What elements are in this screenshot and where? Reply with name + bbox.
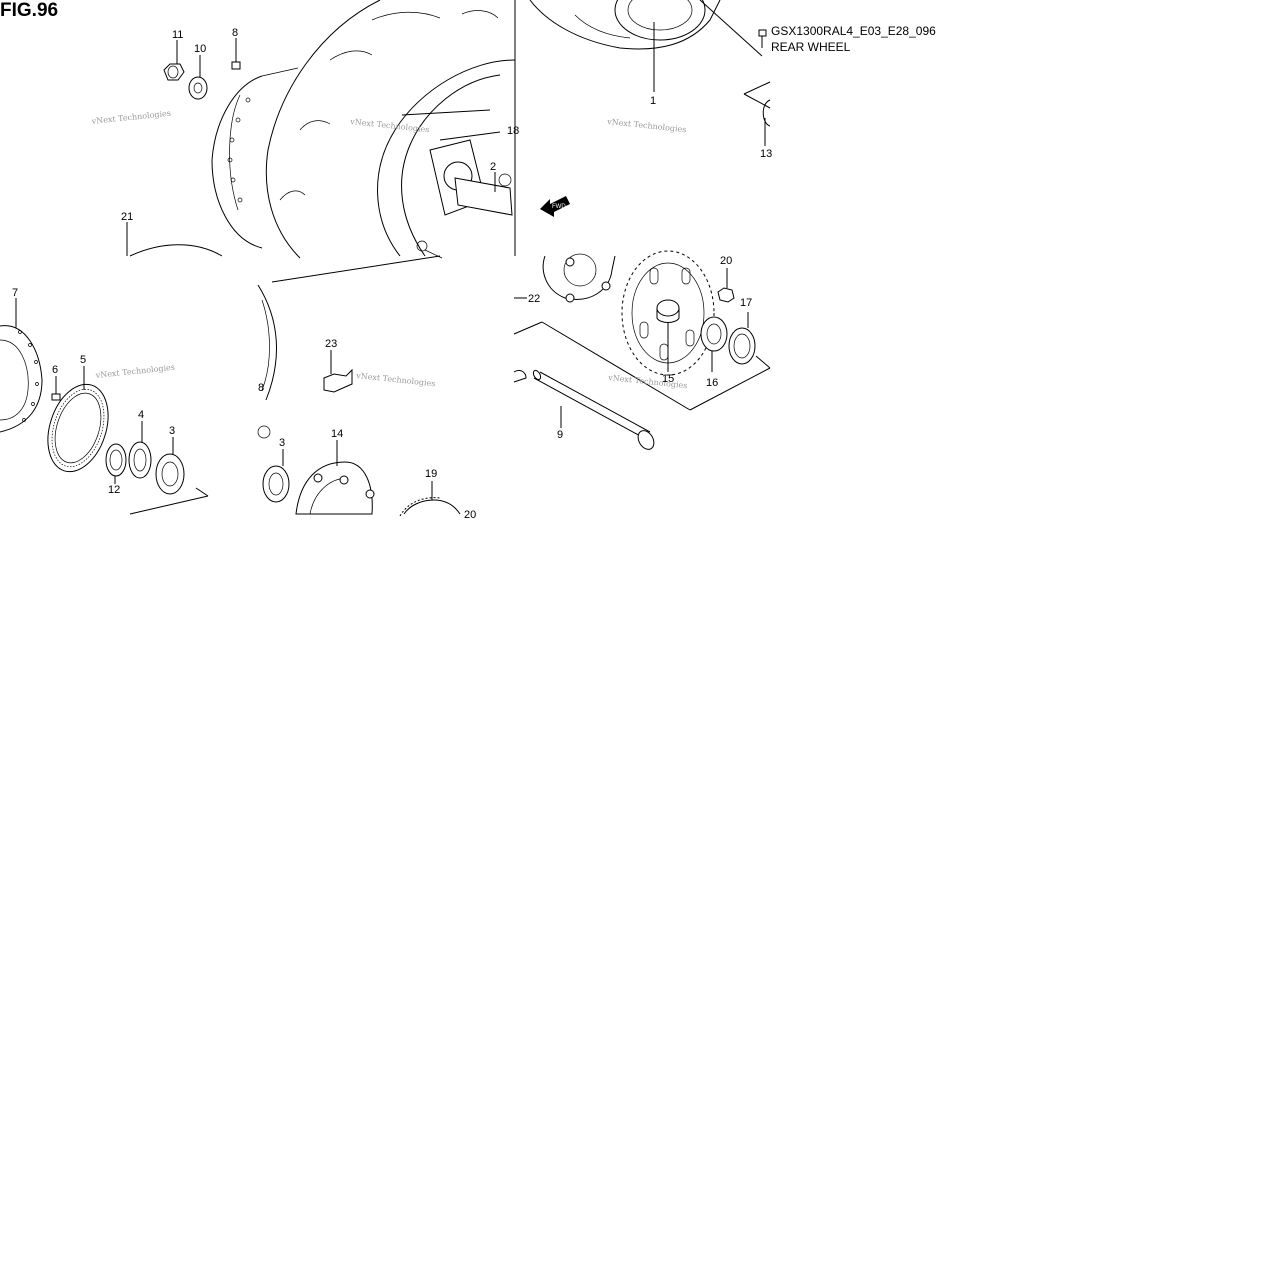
drum-part — [514, 253, 616, 303]
axle-part — [532, 369, 655, 450]
figure-title: FIG.96 — [0, 0, 59, 21]
callout-18: 18 — [507, 125, 519, 137]
watermark-text: vNext Technologies — [94, 363, 175, 380]
fwd-arrow-icon: FWD — [540, 196, 570, 217]
tile-bottom-left — [0, 298, 209, 515]
bearing-part — [700, 316, 728, 372]
brake-disc-part — [211, 67, 299, 249]
callout-14: 14 — [331, 428, 343, 440]
tile-bottom-middle — [257, 255, 461, 517]
axle-part — [126, 222, 223, 257]
callout-9: 9 — [557, 429, 563, 441]
callout-5: 5 — [80, 354, 86, 366]
bearing-part — [262, 449, 290, 503]
bolt-part — [231, 38, 241, 70]
callout-22: 22 — [528, 293, 540, 305]
watermark-text: vNext Technologies — [606, 117, 687, 134]
sensor-ring-part — [47, 366, 109, 473]
watermark-text: vNext Technologies — [355, 371, 436, 388]
callout-20: 20 — [720, 255, 732, 267]
sprocket-part — [621, 250, 715, 376]
nut-part — [163, 40, 185, 81]
section-title: REAR WHEEL — [771, 40, 851, 54]
tile-bottom-right — [513, 250, 771, 450]
fwd-label: FWD — [552, 204, 566, 210]
washer-part — [188, 55, 208, 100]
callout-3-lower: 3 — [279, 437, 285, 449]
oil-seal-part — [128, 421, 152, 479]
callout-3: 3 — [169, 425, 175, 437]
watermark-text: vNext Technologies — [349, 117, 430, 134]
callout-numbers: 11 10 8 21 18 2 1 13 7 6 5 4 3 12 23 8 3… — [12, 27, 772, 521]
oil-seal-part — [728, 312, 756, 365]
callout-10: 10 — [194, 43, 206, 55]
callout-1: 1 — [650, 95, 656, 107]
callout-23: 23 — [325, 338, 337, 350]
callout-8-lower: 8 — [258, 382, 264, 394]
bearing-part — [155, 437, 185, 495]
callout-15: 15 — [662, 373, 674, 385]
nut-part — [717, 268, 735, 303]
callout-17: 17 — [740, 297, 752, 309]
callout-13: 13 — [760, 148, 772, 160]
callout-2: 2 — [490, 161, 496, 173]
sprocket-hub-part — [295, 440, 375, 515]
bolt-symbol — [758, 29, 767, 48]
callout-21: 21 — [121, 211, 133, 223]
tile-top-right: FWD — [529, 0, 771, 217]
callout-7: 7 — [12, 287, 18, 299]
sprocket-part — [399, 481, 461, 517]
model-code-label: GSX1300RAL4_E03_E28_096 — [771, 24, 936, 38]
callout-11: 11 — [172, 29, 183, 41]
watermark-text: vNext Technologies — [607, 373, 688, 390]
rim-part — [377, 59, 516, 259]
callout-20-lower: 20 — [464, 509, 476, 521]
watermark-text: vNext Technologies — [90, 109, 171, 126]
spacer-part — [743, 81, 771, 146]
damper-part — [323, 350, 353, 393]
callout-8: 8 — [232, 27, 238, 39]
callout-4: 4 — [138, 409, 144, 421]
callout-12: 12 — [108, 484, 120, 496]
bolt-part — [51, 376, 61, 401]
brake-disc-part — [0, 298, 43, 433]
watermarks: vNext Technologies vNext Technologies vN… — [90, 109, 687, 391]
callout-16: 16 — [706, 377, 718, 389]
callout-6: 6 — [52, 364, 58, 376]
tile-top-left — [126, 0, 516, 259]
collar-part — [105, 443, 127, 484]
callout-19: 19 — [425, 468, 437, 480]
tire-part — [265, 0, 516, 259]
